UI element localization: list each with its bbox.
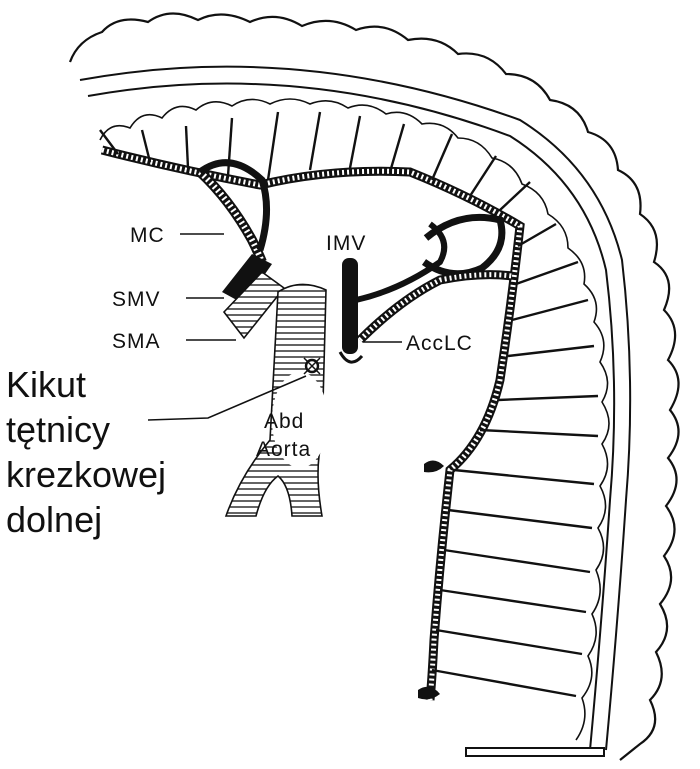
colon-mucosa-scallops bbox=[99, 98, 610, 741]
smv-vessel bbox=[222, 254, 272, 304]
caption-line-1: Kikut bbox=[6, 364, 87, 405]
label-aorta: Aorta bbox=[256, 438, 311, 461]
colon-outer-wall bbox=[68, 12, 680, 761]
colon-wall-line-2 bbox=[87, 82, 616, 751]
caption-line-2: tętnicy bbox=[6, 409, 111, 450]
label-smv: SMV bbox=[112, 288, 161, 311]
acclc-artery bbox=[356, 270, 513, 344]
middle-colic-loop bbox=[197, 159, 271, 252]
vasa-recta bbox=[99, 111, 599, 698]
label-sma: SMA bbox=[112, 330, 161, 353]
imv-branch bbox=[355, 221, 448, 303]
caption: Kikut tętnicy krezkowej dolnej bbox=[6, 362, 166, 542]
colon-wall-line-1 bbox=[79, 65, 632, 751]
label-imv: IMV bbox=[326, 232, 366, 255]
label-abd: Abd bbox=[264, 410, 304, 433]
caption-line-4: dolnej bbox=[6, 499, 103, 540]
caption-line-3: krezkowej bbox=[6, 454, 167, 495]
ligature-knot-lower bbox=[418, 686, 440, 700]
label-mc: MC bbox=[130, 224, 165, 247]
ligature-knot-upper bbox=[424, 460, 444, 473]
label-acclc: AccLC bbox=[406, 332, 473, 355]
aorta-white-panel bbox=[272, 372, 328, 468]
imv-vessel bbox=[342, 258, 358, 354]
imv-stump bbox=[338, 351, 364, 364]
caption-leader bbox=[147, 375, 307, 421]
rectal-base bbox=[465, 747, 605, 757]
